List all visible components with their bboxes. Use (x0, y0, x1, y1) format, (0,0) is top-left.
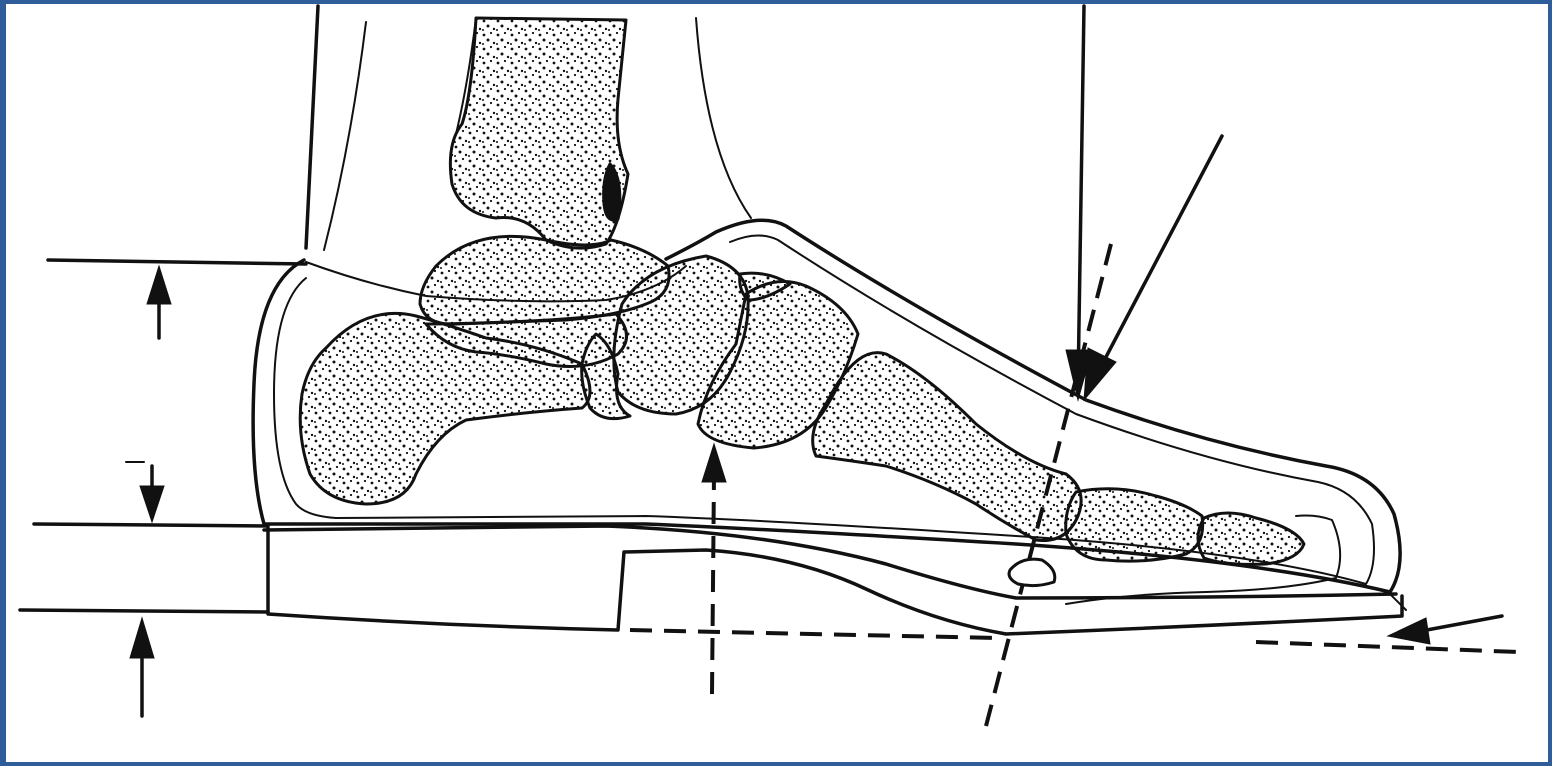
foot-shoe-diagram (6, 4, 1552, 770)
lower-dim-arrowhead (140, 486, 164, 522)
midfoot-up-arrowhead (702, 444, 726, 482)
sole-top-line (34, 524, 268, 526)
heel-dim-arrowhead (130, 618, 154, 658)
toe-force-arrowhead (1388, 618, 1430, 644)
oblique-force-line (1096, 136, 1222, 376)
sesamoid-bone (1009, 559, 1055, 585)
leg-back-outline (324, 22, 366, 250)
vertical-force-line (1078, 6, 1084, 388)
upper-dim-arrowhead (147, 266, 171, 304)
metatarsal-bone (813, 353, 1081, 541)
leg-front-outline (696, 18, 751, 218)
oblique-force-arrowhead (1084, 348, 1116, 400)
ankle-level-line (48, 260, 306, 264)
heel-ground-dash (630, 630, 996, 638)
shin-front-line (306, 6, 318, 248)
distal-phalanx-bone (1198, 513, 1304, 564)
toe-force-line (1416, 616, 1502, 632)
ground-line (20, 610, 268, 612)
tibia-bone (450, 18, 628, 248)
toe-ground-dash (1256, 642, 1518, 652)
proximal-phalanx-bone (1066, 489, 1203, 561)
midfoot-vertical-dash (712, 474, 714, 694)
